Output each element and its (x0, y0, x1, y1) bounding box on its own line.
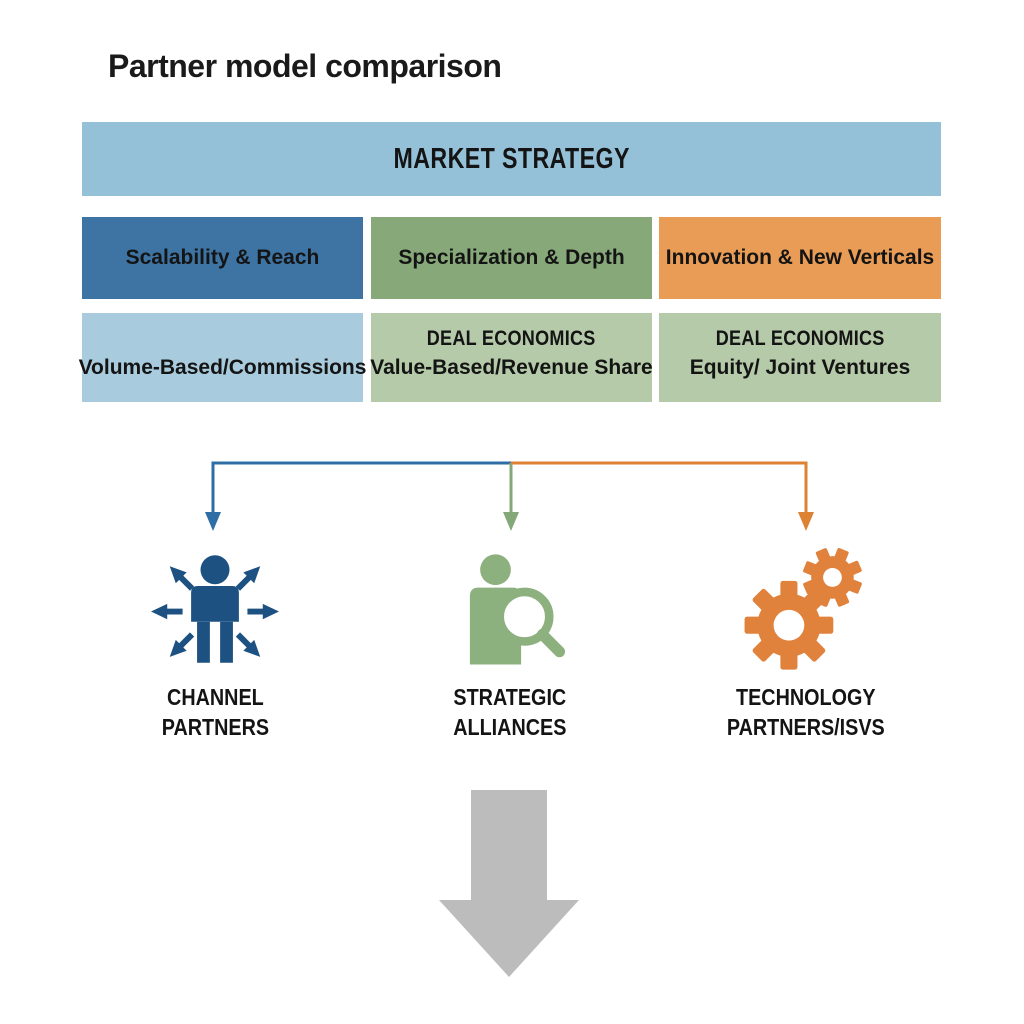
economics-title-value-based: DEAL ECONOMICS (427, 327, 596, 350)
strategy-label-innovation: Innovation & New Verticals (665, 246, 935, 269)
strategy-cell-specialization: Specialization & Depth (371, 217, 652, 299)
partner-label-strategic: STRATEGIC ALLIANCES (453, 684, 567, 740)
economics-value-value-based: Value-Based/Revenue Share (370, 356, 653, 379)
strategy-cell-innovation: Innovation & New Verticals (659, 217, 941, 299)
gears-icon (744, 548, 862, 670)
economics-value-volume: Volume-Based/Commissions (78, 356, 367, 379)
person-expanding-arrows-icon (151, 555, 279, 663)
partner-strategic: STRATEGIC ALLIANCES (390, 545, 630, 742)
strategy-label-specialization: Specialization & Depth (398, 246, 625, 269)
strategy-cell-scalability: Scalability & Reach (82, 217, 363, 299)
partner-technology: TECHNOLOGY PARTNERS/ISVS (686, 545, 926, 742)
economics-value-equity: Equity/ Joint Ventures (689, 356, 911, 379)
page-title: Partner model comparison (108, 48, 502, 84)
market-strategy-header: MARKET STRATEGY (82, 122, 941, 196)
partner-label-channel: CHANNEL PARTNERS (161, 684, 269, 740)
economics-cell-volume: Volume-Based/Commissions (79, 313, 366, 402)
connector-arrows (205, 461, 814, 531)
down-arrow-icon (439, 790, 579, 977)
market-strategy-label: MARKET STRATEGY (393, 142, 630, 175)
economics-cell-value-based: DEAL ECONOMICS Value-Based/Revenue Share (370, 313, 653, 402)
economics-title-equity: DEAL ECONOMICS (715, 327, 885, 350)
partner-channel: CHANNEL PARTNERS (95, 545, 335, 742)
person-magnifier-icon (469, 554, 566, 665)
economics-cell-equity: DEAL ECONOMICS Equity/ Joint Ventures (659, 313, 941, 402)
strategy-label-scalability: Scalability & Reach (125, 246, 320, 269)
partner-label-technology: TECHNOLOGY PARTNERS/ISVS (727, 684, 885, 740)
